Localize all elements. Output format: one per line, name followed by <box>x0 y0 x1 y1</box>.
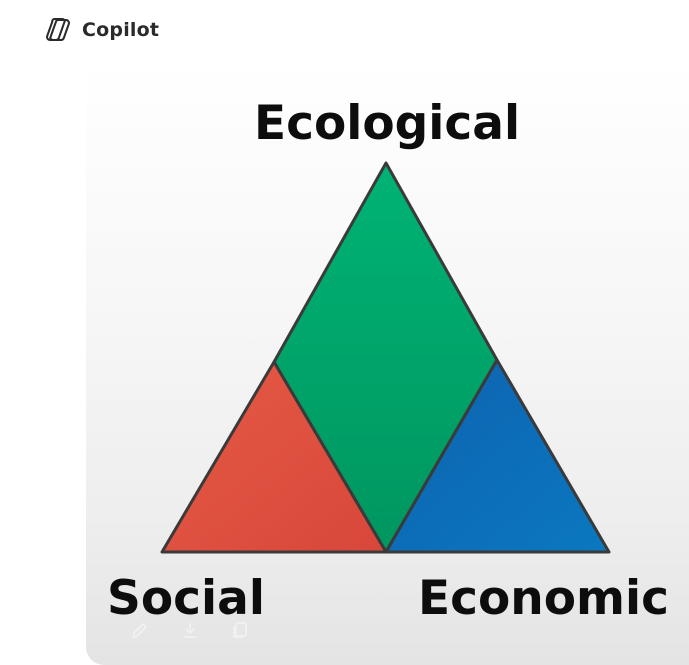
edit-icon <box>130 620 150 645</box>
economic-region <box>384 358 611 554</box>
edit-button[interactable] <box>128 620 152 644</box>
copilot-icon <box>44 16 74 44</box>
app-title: Copilot <box>82 19 160 41</box>
image-toolbar <box>128 620 252 644</box>
social-region <box>160 360 388 554</box>
download-icon <box>180 620 200 645</box>
download-button[interactable] <box>178 620 202 644</box>
copy-button[interactable] <box>228 620 252 644</box>
label-social: Social <box>107 571 265 626</box>
label-ecological: Ecological <box>254 96 521 151</box>
copy-icon <box>230 620 250 645</box>
label-economic: Economic <box>418 571 669 626</box>
app-header: Copilot <box>44 16 159 44</box>
